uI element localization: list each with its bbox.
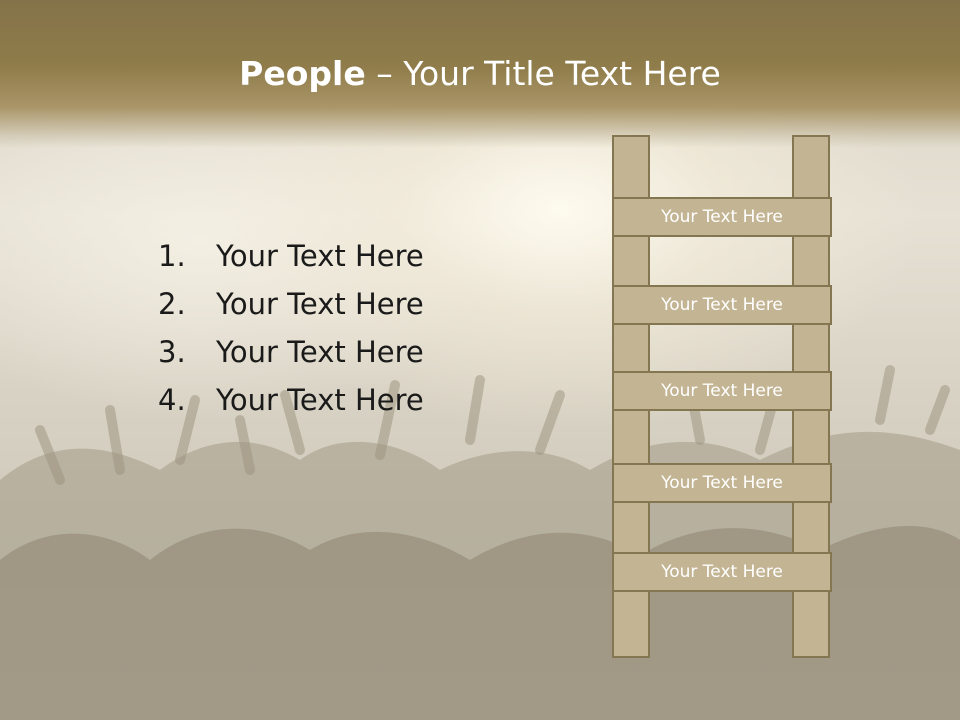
ladder-rung: Your Text Here [612, 197, 832, 237]
ladder-rung: Your Text Here [612, 285, 832, 325]
list-text: Your Text Here [216, 287, 424, 321]
numbered-list: 1. Your Text Here 2. Your Text Here 3. Y… [158, 232, 424, 424]
ladder-rung: Your Text Here [612, 371, 832, 411]
list-text: Your Text Here [216, 335, 424, 369]
ladder-rung: Your Text Here [612, 552, 832, 592]
ladder-rung: Your Text Here [612, 463, 832, 503]
list-item: 1. Your Text Here [158, 232, 424, 280]
title-bold: People [239, 54, 366, 93]
slide-title: People – Your Title Text Here [0, 52, 960, 96]
list-number: 1. [158, 239, 186, 273]
list-number: 3. [158, 335, 186, 369]
list-number: 4. [158, 383, 186, 417]
title-rest: – Your Title Text Here [365, 54, 721, 93]
list-text: Your Text Here [216, 383, 424, 417]
list-item: 2. Your Text Here [158, 280, 424, 328]
title-bar [0, 0, 960, 148]
list-item: 3. Your Text Here [158, 328, 424, 376]
list-number: 2. [158, 287, 186, 321]
list-text: Your Text Here [216, 239, 424, 273]
list-item: 4. Your Text Here [158, 376, 424, 424]
